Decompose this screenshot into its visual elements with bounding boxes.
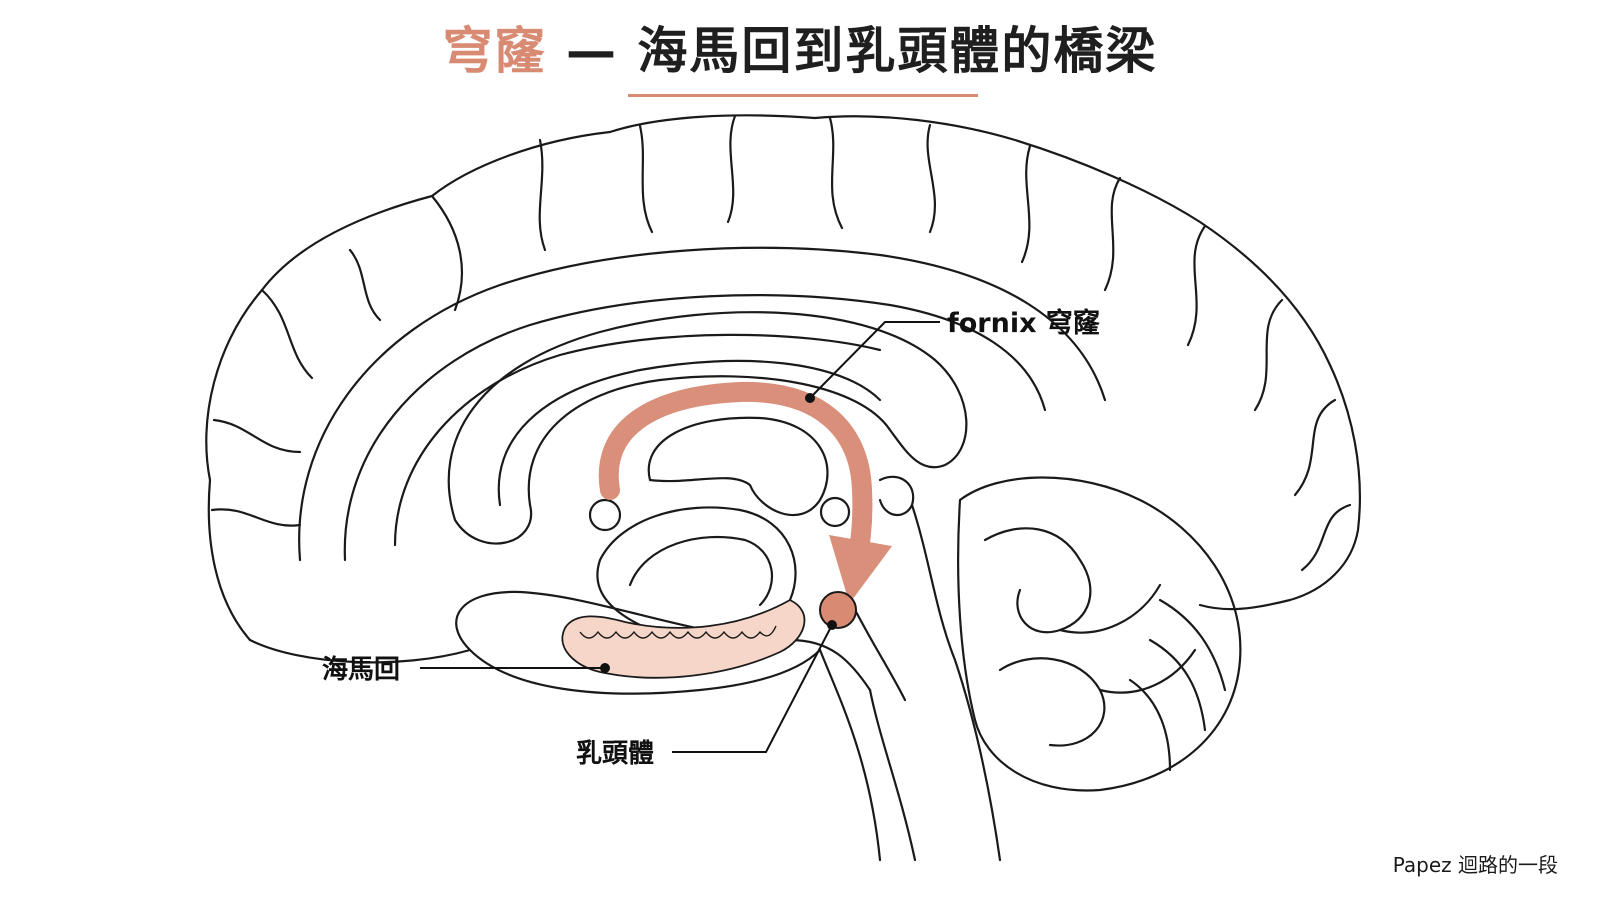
cingulate-sulcus (393, 333, 882, 547)
sulcus (1253, 298, 1284, 412)
cerebellum-folia (1128, 598, 1227, 772)
pineal-region (878, 475, 915, 516)
hippocampus-shape (561, 598, 806, 679)
midbrain-line (848, 598, 907, 702)
cerebellum-arbor (983, 527, 1092, 634)
sulcus (726, 114, 737, 224)
caption: Papez 迴路的一段 (1392, 853, 1558, 877)
temporal-lobe-fold (468, 648, 822, 695)
fornix-leader-line (809, 321, 940, 399)
corpus-callosum-inner (497, 359, 882, 507)
sulcus (212, 418, 302, 454)
mammillary-body (819, 591, 857, 629)
label-fornix: fornix 穹窿 (947, 307, 1101, 339)
sulcus (926, 123, 936, 234)
sulcus (348, 248, 382, 322)
title-rest: 海馬回到乳頭體的橋梁 (637, 22, 1158, 80)
sulcus (430, 194, 464, 312)
brainstem-front (868, 688, 917, 862)
cingulate-gyrus-inner (343, 294, 1047, 562)
hippocampus-pointer-dot (600, 663, 610, 673)
sulcus (1020, 144, 1032, 264)
brainstem-back (910, 503, 1002, 862)
sulcus (1103, 176, 1122, 292)
sulcus (1186, 224, 1207, 347)
anterior-commissure (588, 498, 622, 532)
posterior-commissure (819, 496, 851, 528)
mammillary-pointer-dot (827, 620, 837, 630)
title-dash: — (546, 22, 638, 80)
cerebellum-arbor (1058, 583, 1162, 634)
title-accent: 穹窿 (442, 22, 547, 80)
sulcus (1300, 503, 1352, 572)
cerebellum-arbor (998, 657, 1106, 747)
cerebellum-arbor (1098, 648, 1197, 694)
sulcus (210, 508, 302, 527)
cerebellum-outline (957, 476, 1242, 792)
fornix-pointer-dot (805, 393, 815, 403)
cingulate-gyrus-outer (298, 246, 1107, 562)
cerebrum-outline (205, 114, 1361, 642)
title-underline (628, 94, 978, 97)
sulcus (260, 288, 314, 380)
label-mammillary-body: 乳頭體 (576, 739, 654, 769)
sulcus (538, 138, 547, 252)
label-hippocampus: 海馬回 (322, 655, 400, 685)
diagram-title: 穹窿 — 海馬回到乳頭體的橋梁 (0, 18, 1600, 84)
mammillary-leader-line (672, 624, 833, 753)
temporal-lobe (248, 590, 872, 692)
pons (818, 648, 882, 862)
sulcus (638, 124, 654, 234)
thalamus-inner (628, 535, 774, 607)
septum-pellucidum (647, 416, 829, 517)
fornix-arc (598, 381, 893, 604)
sulcus (828, 116, 844, 230)
hippocampus-scallops (579, 625, 777, 639)
corpus-callosum (447, 311, 968, 545)
sulcus (1293, 398, 1337, 497)
